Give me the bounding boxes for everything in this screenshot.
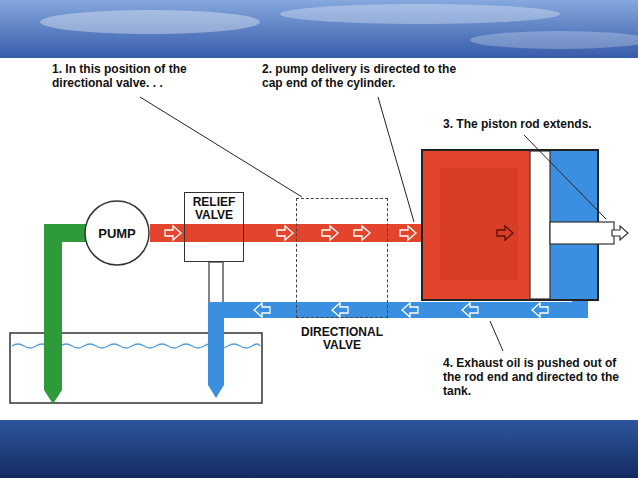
relief-drain (209, 262, 223, 303)
sky-band (0, 0, 638, 60)
pressure-line (184, 224, 244, 242)
piston (530, 151, 550, 299)
callout-text: 3. The piston rod extends. (443, 117, 628, 131)
callout-text: 2. pump delivery is directed to the cap … (262, 62, 480, 90)
flow-arrow (354, 226, 370, 240)
rod-arrow (612, 226, 628, 240)
node-label: RELIEF VALVE (189, 196, 239, 222)
cloud (470, 31, 638, 49)
flow-arrow (400, 226, 416, 240)
white-panel (0, 58, 638, 420)
return-tip (208, 385, 224, 398)
flow-arrow (322, 226, 338, 240)
leader-line (490, 321, 503, 351)
suction-tip (44, 390, 62, 404)
cloud (280, 4, 560, 24)
pipe-line (244, 224, 296, 242)
return-arrow (402, 303, 418, 317)
callout-text: 1. In this position of the directional v… (52, 62, 230, 90)
flow-arrow (497, 226, 513, 240)
suction-line (53, 233, 86, 390)
arrow-head (165, 226, 181, 240)
relief-valve-box: RELIEF VALVE (184, 192, 244, 262)
cap-end-chamber (423, 151, 530, 299)
pump-circle-shape (85, 201, 149, 265)
valve-body (296, 198, 388, 318)
chamber-shade (440, 168, 518, 280)
return-arrow (254, 303, 270, 317)
pipe-connector (244, 226, 296, 240)
pressure-line (296, 224, 424, 242)
water-band (0, 418, 638, 478)
return-arrow (532, 303, 548, 317)
arrow-head (277, 226, 293, 240)
directional-valve: DIRECTIONAL VALVE (296, 198, 388, 352)
piston-rod (550, 222, 614, 244)
pipe-line (150, 224, 184, 242)
pipe-connector (150, 226, 184, 240)
return-arrow (332, 303, 348, 317)
node-label: DIRECTIONAL VALVE (296, 326, 388, 352)
return-arrow (462, 303, 478, 317)
cloud (40, 10, 260, 34)
callout-text: 4. Exhaust oil is pushed out of the rod … (443, 356, 628, 398)
leader-line (378, 97, 414, 222)
node-label: PUMP (98, 227, 136, 240)
leader-line (524, 135, 606, 219)
pump-circle: PUMP (84, 200, 150, 266)
leader-line (140, 97, 302, 197)
